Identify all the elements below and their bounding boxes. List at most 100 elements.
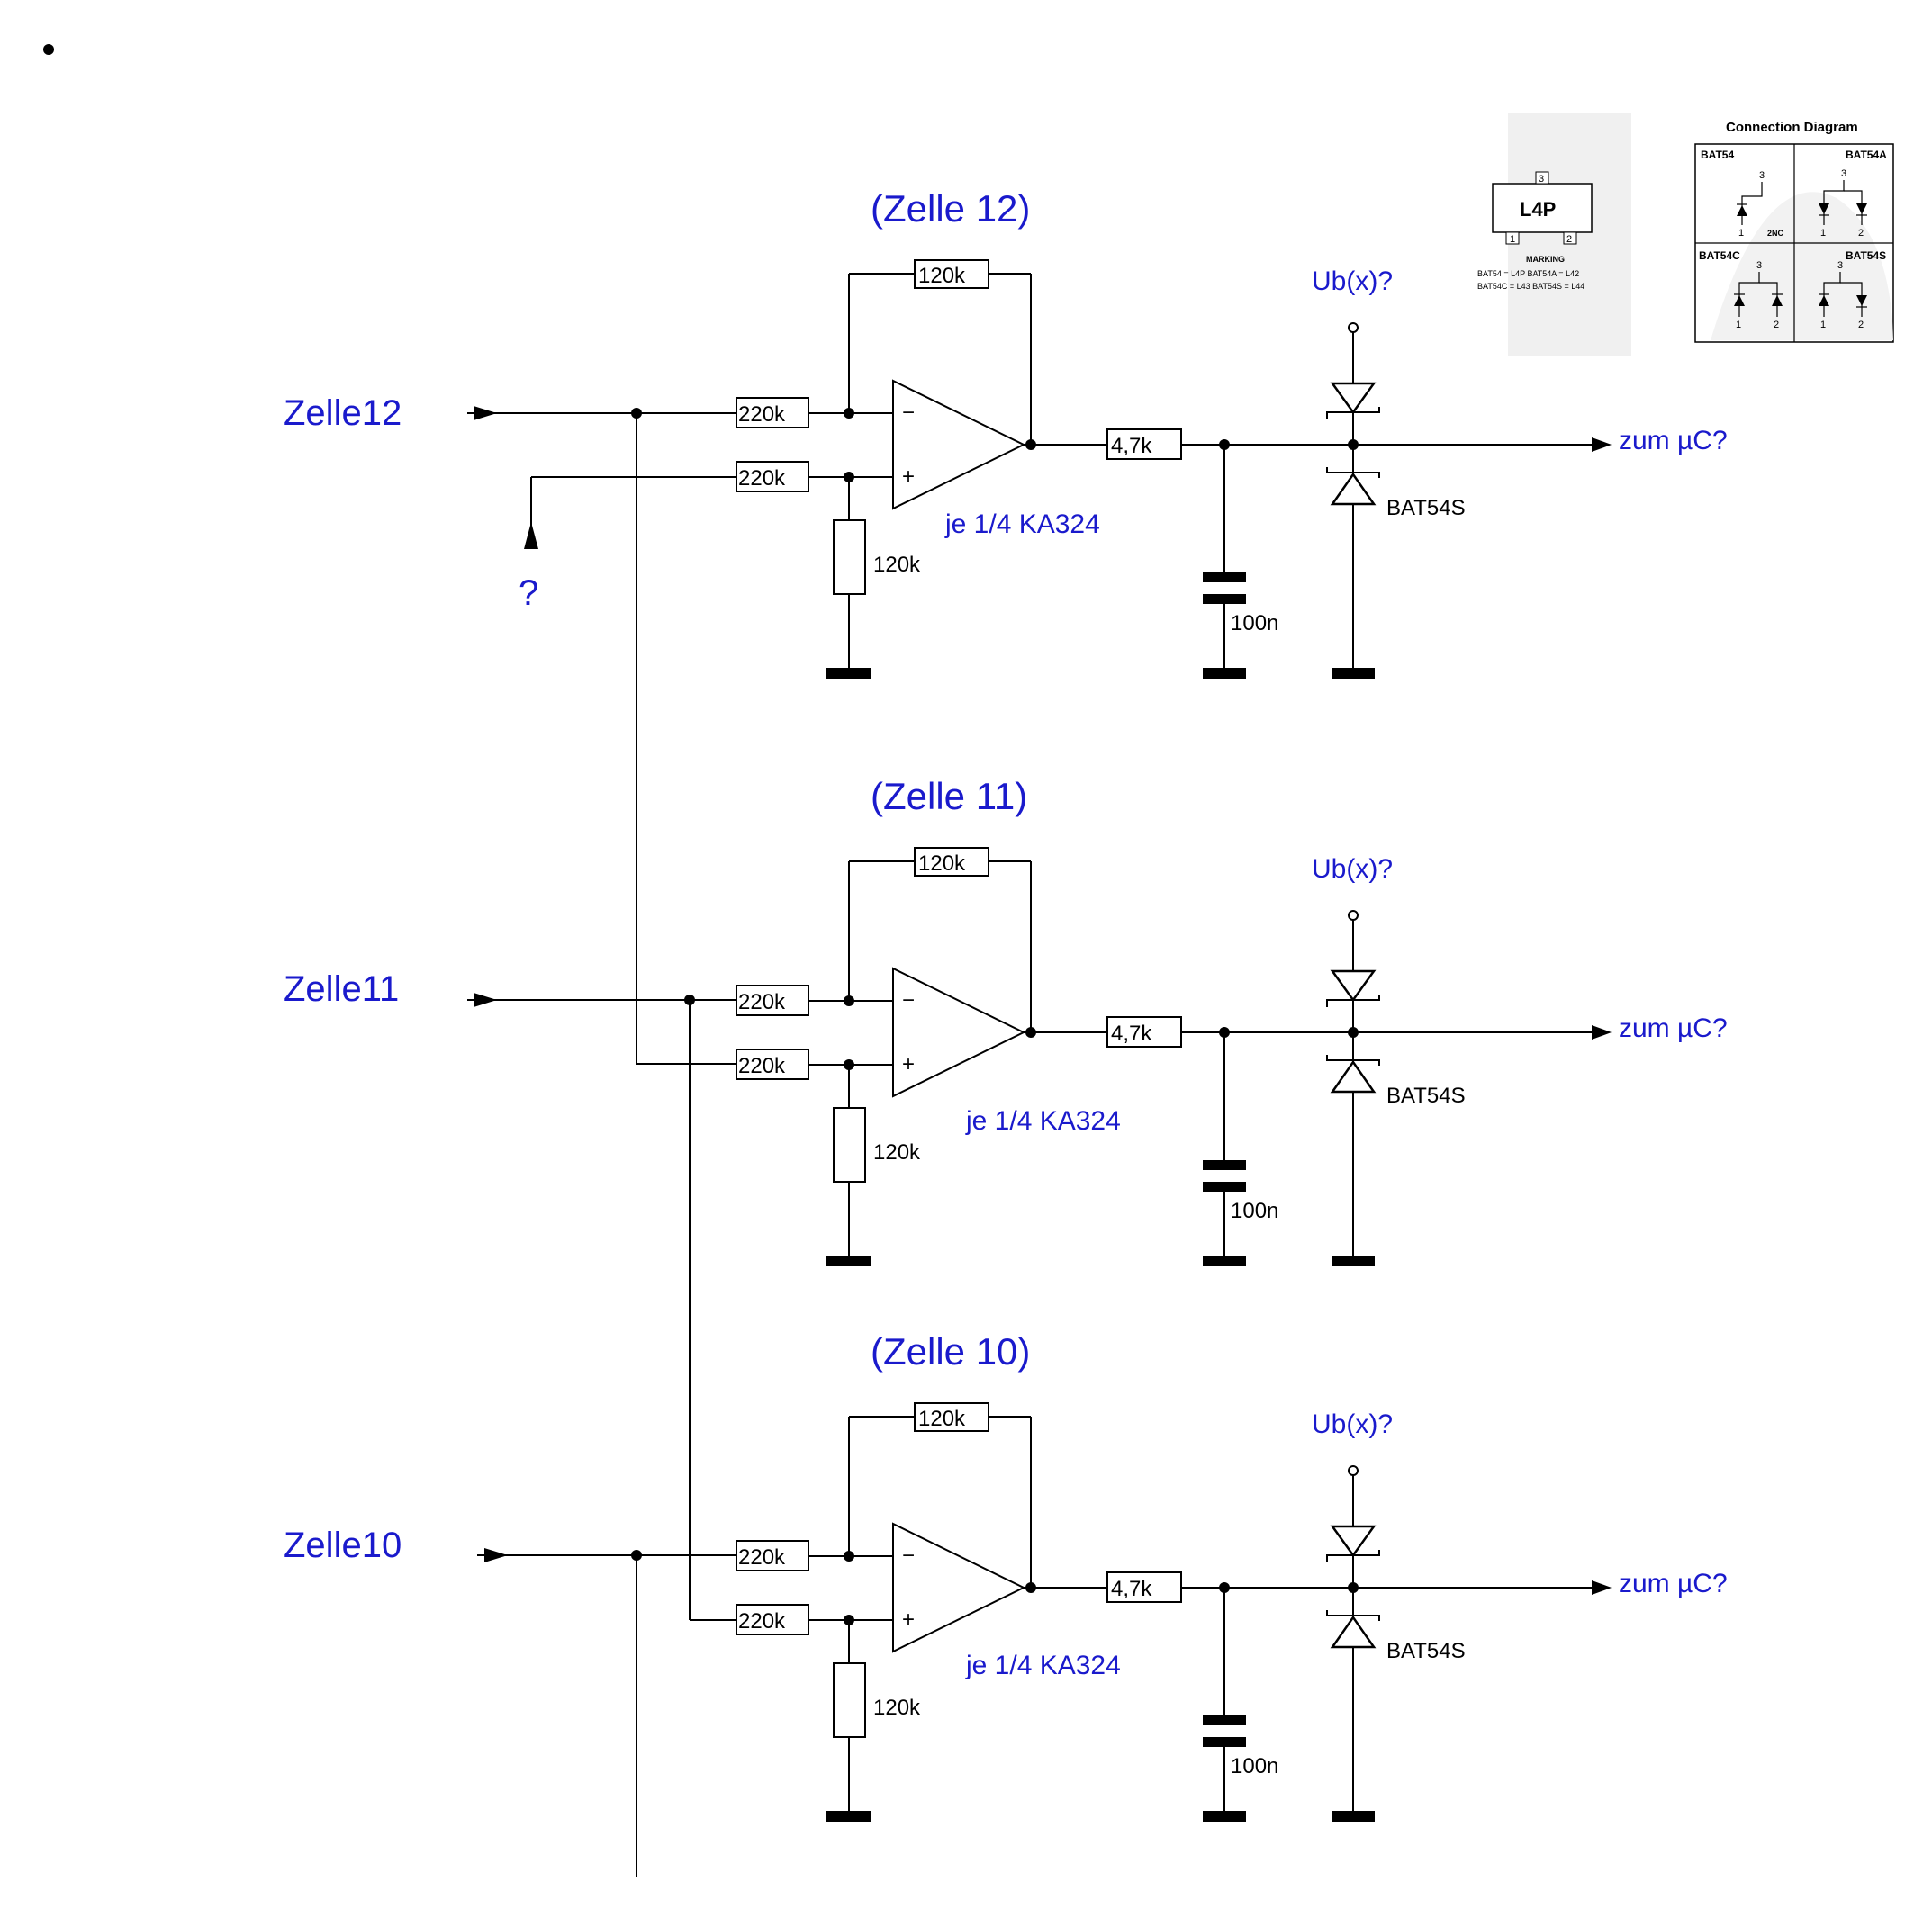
output-label: zum µC?: [1619, 1013, 1728, 1043]
capacitor-plate-top: [1203, 1160, 1246, 1170]
opamp-plus-pin: +: [902, 1052, 915, 1076]
output-arrow: [1592, 1025, 1612, 1040]
opamp: [892, 967, 1026, 1098]
resistor-input-minus: [736, 397, 809, 428]
input-wiring: [467, 406, 736, 1877]
zelle12-label: Zelle12: [284, 393, 402, 433]
opamp-plus-pin: +: [902, 1607, 915, 1632]
resistor-ground: [833, 519, 866, 595]
supply-terminal: [1348, 1465, 1359, 1476]
marking-line1: BAT54 = L4P BAT54A = L42: [1477, 269, 1579, 278]
diode-lower: [1330, 1615, 1377, 1649]
diode-lower: [1330, 472, 1377, 506]
resistor-series: [1106, 1016, 1182, 1048]
resistor-input-minus: [736, 985, 809, 1016]
cell-bat54c: BAT54C 3 1 2: [1699, 249, 1783, 330]
cell-pin: 2: [1858, 228, 1864, 239]
opamp-label: je 1/4 KA324: [965, 1106, 1121, 1136]
capacitor-label: 100n: [1231, 1754, 1278, 1778]
resistor-feedback: [914, 1402, 989, 1432]
cell-name: BAT54C: [1699, 249, 1740, 262]
resistor-series-label: 4,7k: [1111, 1022, 1152, 1046]
resistor-ground-label: 120k: [873, 1696, 921, 1720]
ground-symbol: [826, 668, 871, 679]
capacitor-plate-top: [1203, 1715, 1246, 1725]
cell-pin: 3: [1756, 260, 1762, 271]
supply-label: Ub(x)?: [1312, 854, 1393, 884]
diode-upper: [1330, 382, 1377, 415]
resistor-feedback: [914, 847, 989, 877]
supply-terminal: [1348, 910, 1359, 921]
diode-label: BAT54S: [1386, 1084, 1466, 1108]
package-pin1: 1: [1510, 234, 1515, 245]
cell-pin: 2: [1858, 320, 1864, 330]
stage-zelle-11: (Zelle 11) 120k 220k 220k 120k − + je 1/…: [736, 775, 1728, 1266]
resistor-input-minus: [736, 1540, 809, 1571]
opamp: [892, 379, 1026, 510]
resistor-input-plus-label: 220k: [738, 1609, 786, 1634]
output-label: zum µC?: [1619, 1569, 1728, 1598]
package-marking-code: L4P: [1520, 198, 1556, 221]
capacitor-plate-top: [1203, 572, 1246, 582]
resistor-feedback-label: 120k: [918, 1407, 966, 1431]
diode-label: BAT54S: [1386, 1639, 1466, 1663]
connection-diagram-inset: Connection Diagram BAT54 3 1 2NC BAT54A …: [1694, 120, 1894, 343]
resistor-input-plus-label: 220k: [738, 466, 786, 491]
capacitor-label: 100n: [1231, 611, 1278, 635]
resistor-ground-label: 120k: [873, 1140, 921, 1165]
bullet-dot: [43, 44, 54, 55]
diode-lower: [1330, 1059, 1377, 1094]
diode-upper: [1330, 969, 1377, 1003]
resistor-input-minus-label: 220k: [738, 1545, 786, 1570]
stage-title: (Zelle 11): [871, 775, 1027, 817]
capacitor-plate-bottom: [1203, 1182, 1246, 1192]
ground-symbol: [1203, 1811, 1246, 1822]
resistor-series-label: 4,7k: [1111, 1577, 1152, 1601]
resistor-input-minus-label: 220k: [738, 402, 786, 427]
zelle11-label: Zelle11: [284, 969, 399, 1009]
ground-symbol: [1332, 668, 1375, 679]
cell-pin: 2NC: [1767, 229, 1784, 238]
opamp-label: je 1/4 KA324: [944, 509, 1100, 539]
ground-symbol: [1332, 1811, 1375, 1822]
question-label: ?: [519, 573, 538, 613]
cell-bat54a: BAT54A 3 1 2: [1819, 149, 1887, 239]
resistor-feedback: [914, 259, 989, 289]
package-marking-inset: L4P 3 1 2 MARKING BAT54 = L4P BAT54A = L…: [1477, 113, 1631, 356]
resistor-input-minus-label: 220k: [738, 990, 786, 1014]
diode-upper: [1330, 1525, 1377, 1558]
resistor-series-label: 4,7k: [1111, 434, 1152, 458]
package-body: [1492, 183, 1593, 233]
resistor-input-plus-label: 220k: [738, 1054, 786, 1078]
cell-name: BAT54A: [1846, 149, 1887, 161]
output-arrow: [1592, 437, 1612, 452]
opamp-minus-pin: −: [902, 988, 915, 1013]
opamp: [892, 1522, 1026, 1653]
opamp-minus-pin: −: [902, 401, 915, 425]
capacitor-label: 100n: [1231, 1199, 1278, 1223]
connection-diagram-title: Connection Diagram: [1726, 120, 1858, 135]
package-pin2: 2: [1566, 234, 1572, 245]
output-label: zum µC?: [1619, 426, 1728, 455]
question-input-arrow: [524, 522, 538, 549]
cell-pin: 1: [1820, 228, 1826, 239]
cell-pin: 2: [1774, 320, 1779, 330]
resistor-feedback-label: 120k: [918, 264, 966, 288]
marking-title: MARKING: [1526, 255, 1565, 264]
cell-pin: 1: [1736, 320, 1741, 330]
resistor-series: [1106, 1571, 1182, 1603]
supply-label: Ub(x)?: [1312, 266, 1393, 296]
supply-terminal: [1348, 322, 1359, 333]
diode-label: BAT54S: [1386, 496, 1466, 520]
resistor-feedback-label: 120k: [918, 851, 966, 876]
ground-symbol: [1203, 1256, 1246, 1266]
resistor-ground: [833, 1107, 866, 1183]
package-pin3: 3: [1539, 174, 1544, 185]
ground-symbol: [1203, 668, 1246, 679]
zelle10-label: Zelle10: [284, 1526, 402, 1565]
ground-symbol: [1332, 1256, 1375, 1266]
zelle11-input-arrow: [474, 993, 497, 1007]
resistor-ground: [833, 1662, 866, 1738]
supply-label: Ub(x)?: [1312, 1409, 1393, 1439]
